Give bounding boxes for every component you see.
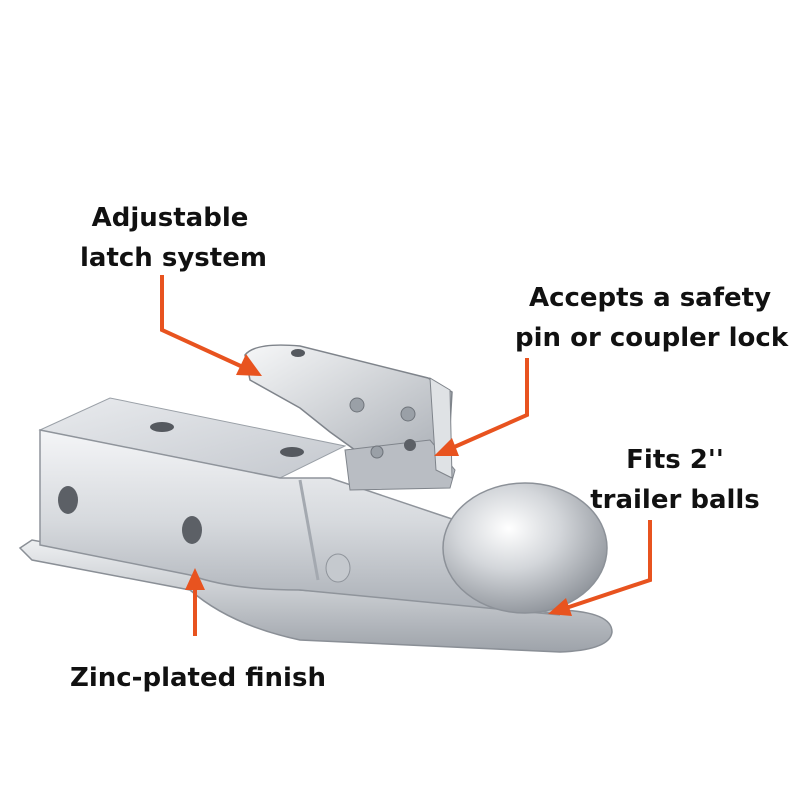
arrowhead-zinc: [185, 568, 205, 590]
rivet: [325, 553, 351, 583]
arrowhead-balls: [548, 598, 572, 616]
side-hole-1: [58, 486, 78, 514]
top-hole-1: [150, 422, 174, 432]
arrowhead-latch: [236, 354, 262, 376]
arrow-latch: [160, 275, 246, 370]
callout-latch: Adjustable latch system: [80, 198, 267, 278]
arrow-safety: [451, 358, 529, 450]
ball-cup: [442, 482, 608, 614]
callout-safety-line2: pin or coupler lock: [515, 323, 789, 353]
callout-zinc: Zinc-plated finish: [70, 658, 326, 698]
callout-zinc-line1: Zinc-plated finish: [70, 663, 326, 693]
callout-latch-line1: Adjustable: [91, 203, 249, 233]
latch-lever: [244, 344, 453, 469]
arrow-balls: [565, 520, 652, 610]
callout-safety-line1: Accepts a safety: [528, 283, 772, 313]
callout-latch-line2: latch system: [80, 243, 267, 273]
arrowhead-safety: [434, 438, 459, 456]
top-hole-2: [280, 447, 304, 457]
callout-safety-pin: Accepts a safety pin or coupler lock: [515, 278, 789, 358]
callout-balls-line2: trailer balls: [590, 485, 760, 515]
callout-balls-line1: Fits 2'': [626, 445, 724, 475]
callout-trailer-balls: Fits 2'' trailer balls: [590, 440, 760, 520]
side-hole-2: [182, 516, 202, 544]
